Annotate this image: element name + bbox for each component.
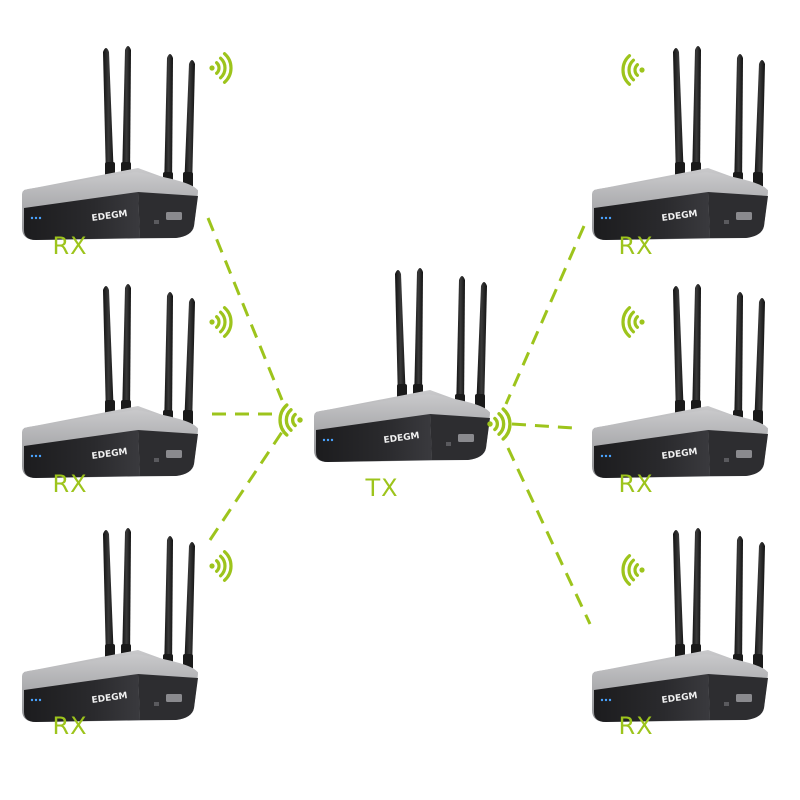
antenna-icon [183, 60, 195, 190]
dashed-connection-line [208, 431, 284, 541]
led-indicator-icon [600, 454, 612, 458]
dashed-connection-line [504, 225, 586, 405]
port [166, 212, 182, 220]
led-indicator-icon [600, 216, 612, 220]
antenna-icon [163, 536, 173, 672]
antenna-icon [691, 528, 701, 662]
wifi-signal-icon [209, 550, 233, 582]
brand-logo: EDEGM [661, 209, 698, 224]
antenna-icon [163, 292, 173, 428]
led-indicator-icon [30, 216, 42, 220]
antenna-icon [733, 536, 743, 672]
port [736, 212, 752, 220]
transmitter-router: EDEGM [314, 268, 490, 462]
wifi-signal-icon [209, 306, 233, 338]
antenna-icon [733, 292, 743, 428]
antenna-icon [183, 298, 195, 428]
rx-label: RX [618, 470, 654, 498]
antenna-icon [103, 286, 115, 418]
rx-label: RX [618, 232, 654, 260]
led-indicator-icon [600, 698, 612, 702]
antenna-icon [673, 286, 685, 418]
antenna-icon [395, 270, 407, 402]
port [154, 458, 159, 462]
antenna-icon [691, 46, 701, 180]
wifi-signal-icon [487, 407, 512, 441]
wifi-signal-icon [209, 52, 233, 84]
port [154, 702, 159, 706]
wifi-signal-icon [621, 306, 645, 338]
port [736, 450, 752, 458]
dashed-connection-line [511, 422, 575, 430]
port [166, 450, 182, 458]
wifi-signal-icon [621, 54, 645, 86]
port [154, 220, 159, 224]
antenna-icon [733, 54, 743, 190]
port [446, 442, 451, 446]
rx-label: RX [52, 232, 88, 260]
antenna-icon [413, 268, 423, 402]
rx-label: RX [618, 712, 654, 740]
antenna-icon [673, 530, 685, 662]
antenna-icon [121, 46, 131, 180]
led-indicator-icon [322, 438, 334, 442]
receiver-router: EDEGM [22, 284, 198, 478]
antenna-icon [103, 530, 115, 662]
antenna-icon [753, 60, 765, 190]
receiver-router: EDEGM [22, 528, 198, 722]
wifi-signal-icon [621, 554, 645, 586]
devices-layer: EDEGM EDEGM EDEGM EDEGM EDEGM EDEGM EDEGM [22, 46, 768, 722]
wifi-signal-icon [278, 403, 303, 437]
brand-logo: EDEGM [91, 691, 128, 706]
tx-label: TX [365, 474, 399, 502]
port [736, 694, 752, 702]
antenna-icon [691, 284, 701, 418]
rx-label: RX [52, 470, 88, 498]
rx-label: RX [52, 712, 88, 740]
dashed-connection-line [206, 217, 284, 401]
port [724, 458, 729, 462]
antenna-icon [475, 282, 487, 412]
brand-logo: EDEGM [661, 447, 698, 462]
connection-lines [206, 217, 592, 625]
brand-logo: EDEGM [91, 209, 128, 224]
brand-logo: EDEGM [383, 431, 420, 446]
antenna-icon [163, 54, 173, 190]
port [166, 694, 182, 702]
antenna-icon [455, 276, 465, 412]
dashed-connection-line [506, 447, 592, 625]
receiver-router: EDEGM [592, 284, 768, 478]
port [724, 220, 729, 224]
antenna-icon [673, 48, 685, 180]
led-indicator-icon [30, 454, 42, 458]
antenna-icon [753, 298, 765, 428]
led-indicator-icon [30, 698, 42, 702]
port [724, 702, 729, 706]
antenna-icon [103, 48, 115, 180]
signals-layer [209, 52, 645, 586]
receiver-router: EDEGM [592, 46, 768, 240]
receiver-router: EDEGM [22, 46, 198, 240]
receiver-router: EDEGM [592, 528, 768, 722]
brand-logo: EDEGM [661, 691, 698, 706]
port [458, 434, 474, 442]
antenna-icon [183, 542, 195, 672]
antenna-icon [121, 284, 131, 418]
brand-logo: EDEGM [91, 447, 128, 462]
antenna-icon [121, 528, 131, 662]
antenna-icon [753, 542, 765, 672]
